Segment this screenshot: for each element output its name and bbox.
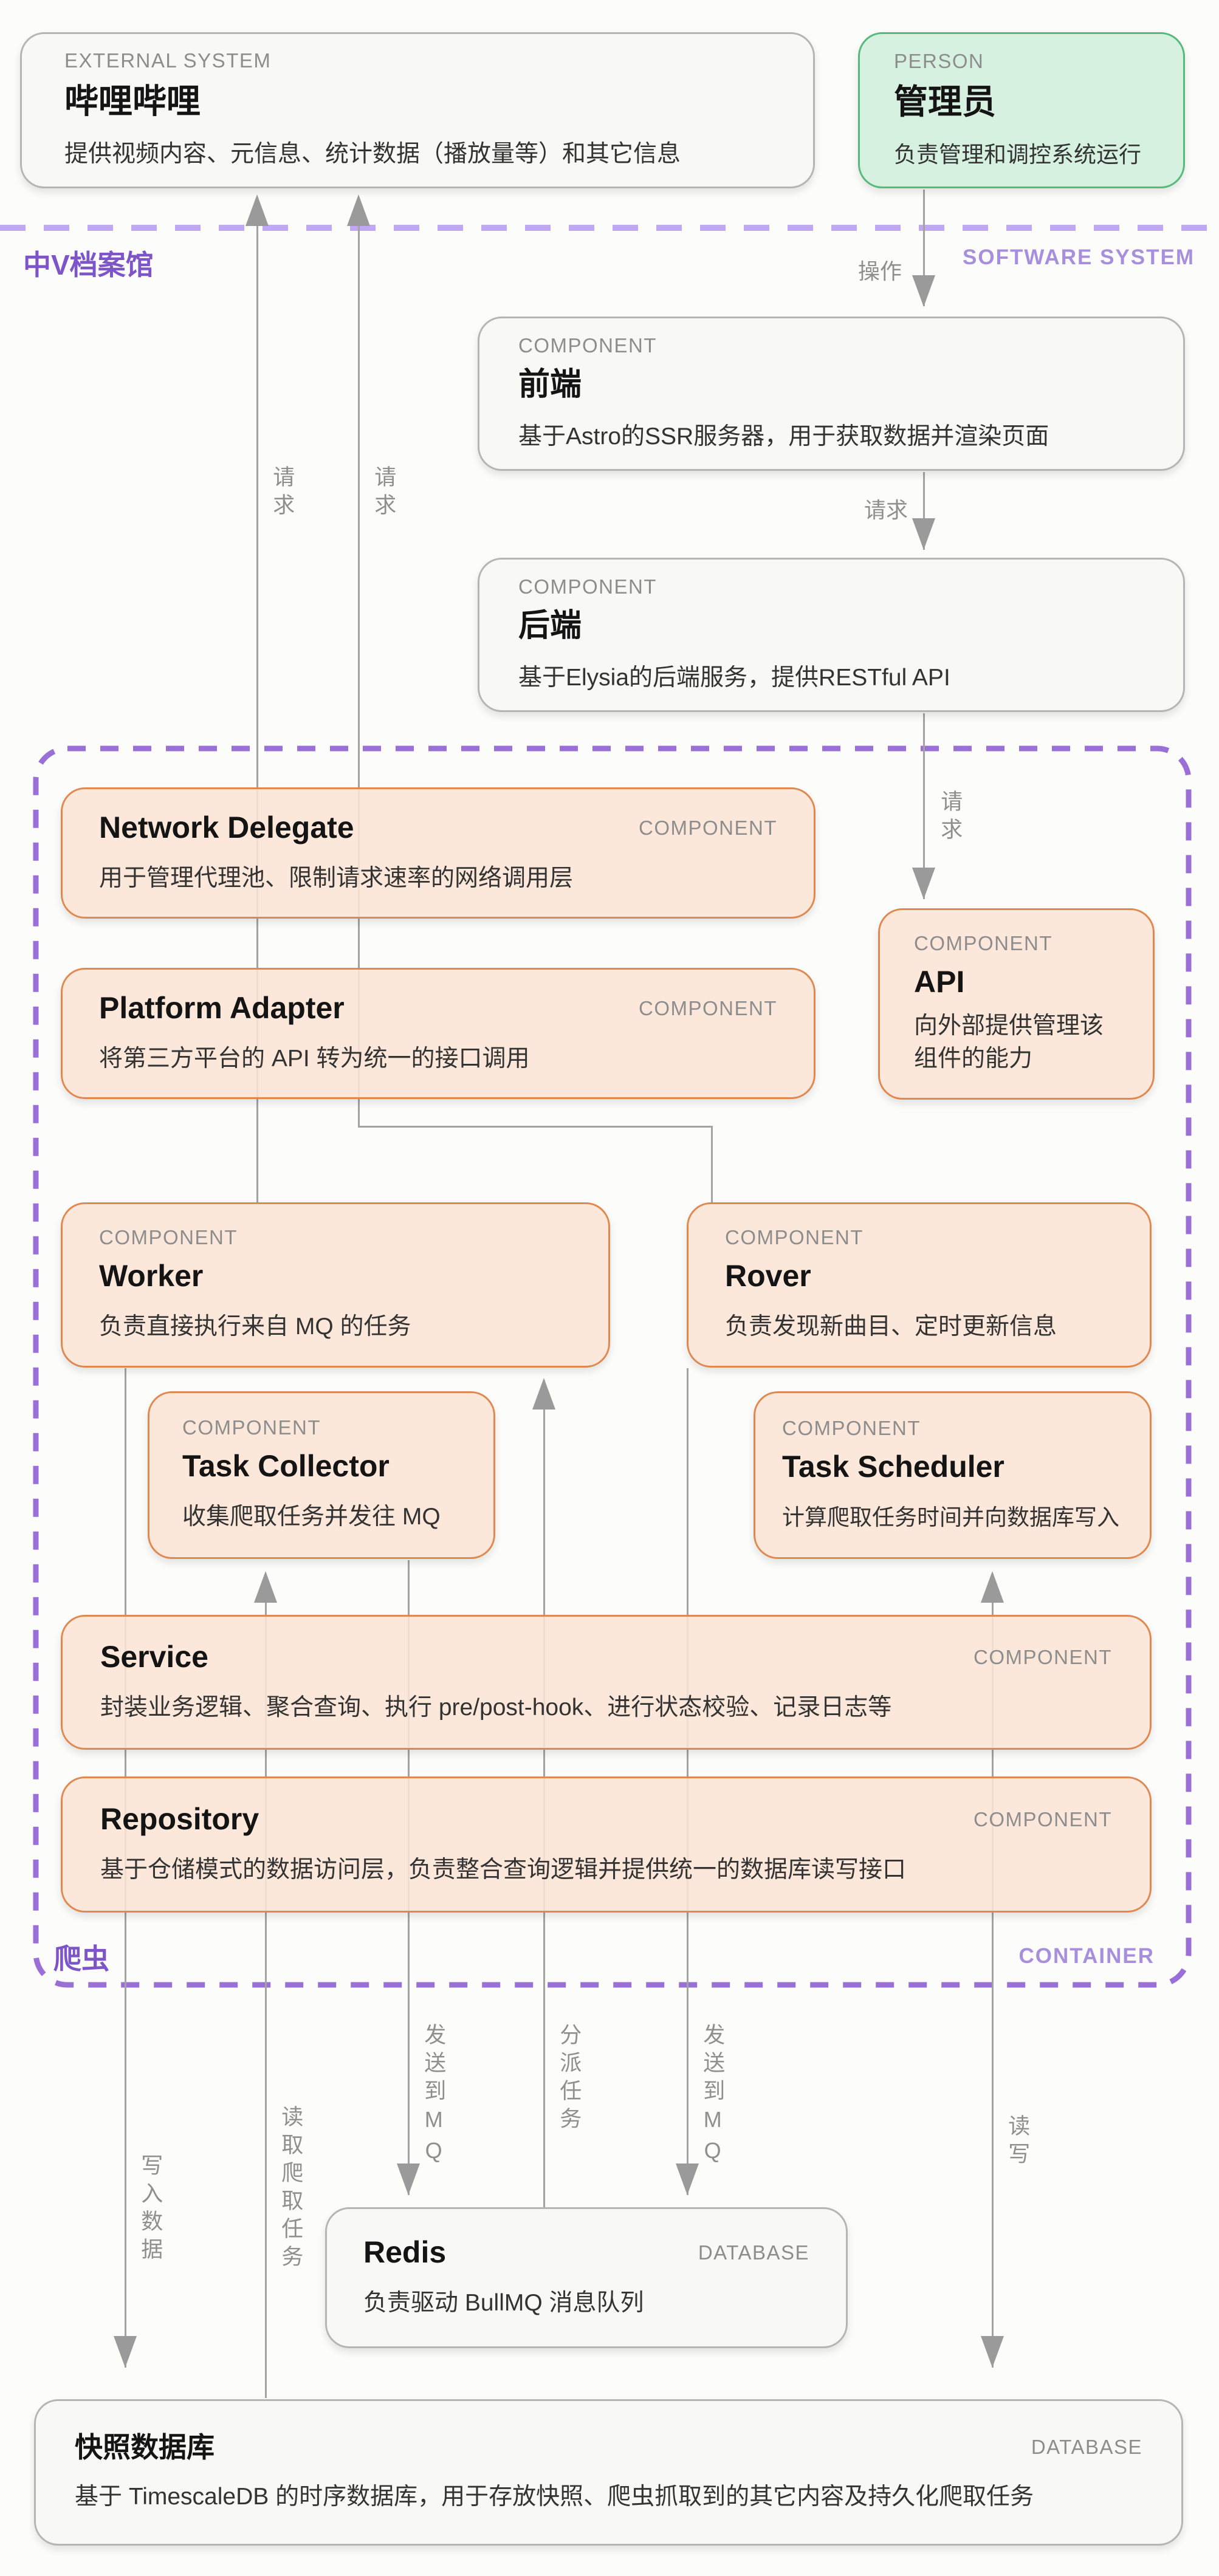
network-delegate-description: 用于管理代理池、限制请求速率的网络调用层 xyxy=(99,865,574,892)
task-scheduler-type-label: COMPONENT xyxy=(782,1417,921,1440)
edge-send-mq-right-arrowhead xyxy=(676,2163,699,2195)
node-task-collector: COMPONENT Task Collector 收集爬取任务并发往 MQ xyxy=(148,1391,495,1559)
redis-description: 负责驱动 BullMQ 消息队列 xyxy=(363,2290,644,2317)
edge-read-tasks-label: 读取爬取任务 xyxy=(278,2105,304,2273)
backend-type-label: COMPONENT xyxy=(518,575,657,598)
api-title: API xyxy=(914,965,965,999)
frontend-type-label: COMPONENT xyxy=(518,334,657,357)
node-snapshot-database: 快照数据库 DATABASE 基于 TimescaleDB 的时序数据库，用于存… xyxy=(34,2399,1183,2546)
snapshot-database-type-label: DATABASE xyxy=(1031,2436,1142,2459)
node-network-delegate: Network Delegate COMPONENT 用于管理代理池、限制请求速… xyxy=(61,787,816,919)
worker-title: Worker xyxy=(99,1258,204,1293)
node-rover: COMPONENT Rover 负责发现新曲目、定时更新信息 xyxy=(687,1202,1152,1368)
repository-title: Repository xyxy=(100,1801,259,1836)
platform-adapter-description: 将第三方平台的 API 转为统一的接口调用 xyxy=(99,1046,530,1072)
repository-type-label: COMPONENT xyxy=(973,1807,1112,1831)
frontend-description: 基于Astro的SSR服务器，用于获取数据并渲染页面 xyxy=(518,423,1049,450)
edge-operate-line xyxy=(923,190,925,306)
snapshot-database-description: 基于 TimescaleDB 的时序数据库，用于存放快照、爬虫抓取到的其它内容及… xyxy=(75,2483,1034,2510)
edge-read-write-line xyxy=(992,1574,994,2368)
edge-read-tasks-line xyxy=(265,1574,267,2398)
edge-read-write-arrowhead-top xyxy=(981,1571,1004,1603)
edge-frontend-request-line xyxy=(923,472,925,550)
edge-rover-request-line-upper xyxy=(358,224,360,1127)
edge-rover-request-line-lower xyxy=(711,1126,713,1202)
node-redis: Redis DATABASE 负责驱动 BullMQ 消息队列 xyxy=(325,2207,848,2348)
api-type-label: COMPONENT xyxy=(914,932,1052,955)
edge-operate-arrowhead xyxy=(912,275,935,307)
person-description: 负责管理和调控系统运行 xyxy=(894,142,1141,167)
network-delegate-type-label: COMPONENT xyxy=(639,816,777,839)
software-system-name: 中V档案馆 xyxy=(23,249,154,281)
edge-worker-request-label: 请求 xyxy=(270,465,295,521)
edge-read-write-label: 读写 xyxy=(1005,2114,1031,2170)
edge-write-data-label: 写入数据 xyxy=(138,2154,163,2266)
edge-dispatch-label: 分派任务 xyxy=(557,2023,582,2135)
rover-type-label: COMPONENT xyxy=(725,1225,864,1249)
edge-rover-request-label: 请求 xyxy=(371,465,397,521)
node-service: Service COMPONENT 封装业务逻辑、聚合查询、执行 pre/pos… xyxy=(61,1615,1152,1750)
backend-title: 后端 xyxy=(518,608,582,643)
edge-send-mq-left-arrowhead xyxy=(397,2163,420,2195)
task-scheduler-title: Task Scheduler xyxy=(782,1450,1004,1484)
node-frontend: COMPONENT 前端 基于Astro的SSR服务器，用于获取数据并渲染页面 xyxy=(478,317,1185,471)
edge-read-write-arrowhead-bottom xyxy=(981,2336,1004,2368)
platform-adapter-title: Platform Adapter xyxy=(99,990,345,1025)
node-repository: Repository COMPONENT 基于仓储模式的数据访问层，负责整合查询… xyxy=(61,1776,1152,1913)
edge-send-mq-right-label: 发送到MQ xyxy=(700,2023,726,2169)
edge-backend-request-arrowhead xyxy=(912,868,935,899)
frontend-title: 前端 xyxy=(518,366,582,402)
service-title: Service xyxy=(100,1639,208,1674)
node-backend: COMPONENT 后端 基于Elysia的后端服务，提供RESTful API xyxy=(478,558,1185,712)
person-type-label: PERSON xyxy=(894,50,984,73)
task-collector-title: Task Collector xyxy=(182,1448,390,1483)
node-worker: COMPONENT Worker 负责直接执行来自 MQ 的任务 xyxy=(61,1202,610,1368)
rover-description: 负责发现新曲目、定时更新信息 xyxy=(725,1314,1057,1340)
edge-worker-request-arrowhead xyxy=(246,194,269,226)
person-title: 管理员 xyxy=(894,83,996,122)
node-platform-adapter: Platform Adapter COMPONENT 将第三方平台的 API 转… xyxy=(61,968,816,1099)
task-collector-type-label: COMPONENT xyxy=(182,1416,321,1439)
edge-backend-request-line xyxy=(923,713,925,899)
edge-rover-request-line-horizontal xyxy=(358,1126,713,1128)
platform-adapter-type-label: COMPONENT xyxy=(639,996,777,1019)
task-collector-description: 收集爬取任务并发往 MQ xyxy=(182,1504,441,1530)
node-task-scheduler: COMPONENT Task Scheduler 计算爬取任务时间并向数据库写入 xyxy=(754,1391,1152,1559)
api-description: 向外部提供管理该组件的能力 xyxy=(914,1012,1104,1072)
edge-frontend-request-arrowhead xyxy=(912,518,935,550)
edge-rover-request-arrowhead xyxy=(347,194,370,226)
backend-description: 基于Elysia的后端服务，提供RESTful API xyxy=(518,664,950,691)
network-delegate-title: Network Delegate xyxy=(99,810,354,844)
edge-read-tasks-arrowhead xyxy=(254,1571,277,1603)
worker-description: 负责直接执行来自 MQ 的任务 xyxy=(99,1314,411,1340)
redis-type-label: DATABASE xyxy=(698,2241,809,2264)
crawler-container-type-label: CONTAINER xyxy=(1018,1944,1155,1968)
edge-worker-request-line xyxy=(256,224,258,1202)
edge-frontend-request-label: 请求 xyxy=(864,498,908,522)
worker-type-label: COMPONENT xyxy=(99,1225,238,1249)
external-system-type-label: EXTERNAL SYSTEM xyxy=(64,49,272,72)
node-person-admin: PERSON 管理员 负责管理和调控系统运行 xyxy=(858,32,1185,188)
node-external-system-bilibili: EXTERNAL SYSTEM 哔哩哔哩 提供视频内容、元信息、统计数据（播放量… xyxy=(20,32,815,188)
edge-send-mq-left-label: 发送到MQ xyxy=(421,2023,447,2169)
external-system-title: 哔哩哔哩 xyxy=(64,82,201,120)
edge-backend-request-label: 请求 xyxy=(938,790,963,846)
edge-write-data-arrowhead xyxy=(114,2336,137,2368)
service-description: 封装业务逻辑、聚合查询、执行 pre/post-hook、进行状态校验、记录日志… xyxy=(100,1694,892,1721)
rover-title: Rover xyxy=(725,1258,811,1293)
task-scheduler-description: 计算爬取任务时间并向数据库写入 xyxy=(782,1504,1119,1530)
snapshot-database-title: 快照数据库 xyxy=(75,2431,215,2463)
software-system-type-label: SOFTWARE SYSTEM xyxy=(963,245,1195,269)
edge-operate-label: 操作 xyxy=(858,259,902,284)
service-type-label: COMPONENT xyxy=(973,1645,1112,1668)
repository-description: 基于仓储模式的数据访问层，负责整合查询逻辑并提供统一的数据库读写接口 xyxy=(100,1857,907,1883)
crawler-container-name: 爬虫 xyxy=(53,1943,109,1975)
external-system-description: 提供视频内容、元信息、统计数据（播放量等）和其它信息 xyxy=(64,141,681,168)
edge-dispatch-arrowhead xyxy=(532,1378,555,1410)
redis-title: Redis xyxy=(363,2235,447,2269)
node-api: COMPONENT API 向外部提供管理该组件的能力 xyxy=(878,908,1155,1100)
